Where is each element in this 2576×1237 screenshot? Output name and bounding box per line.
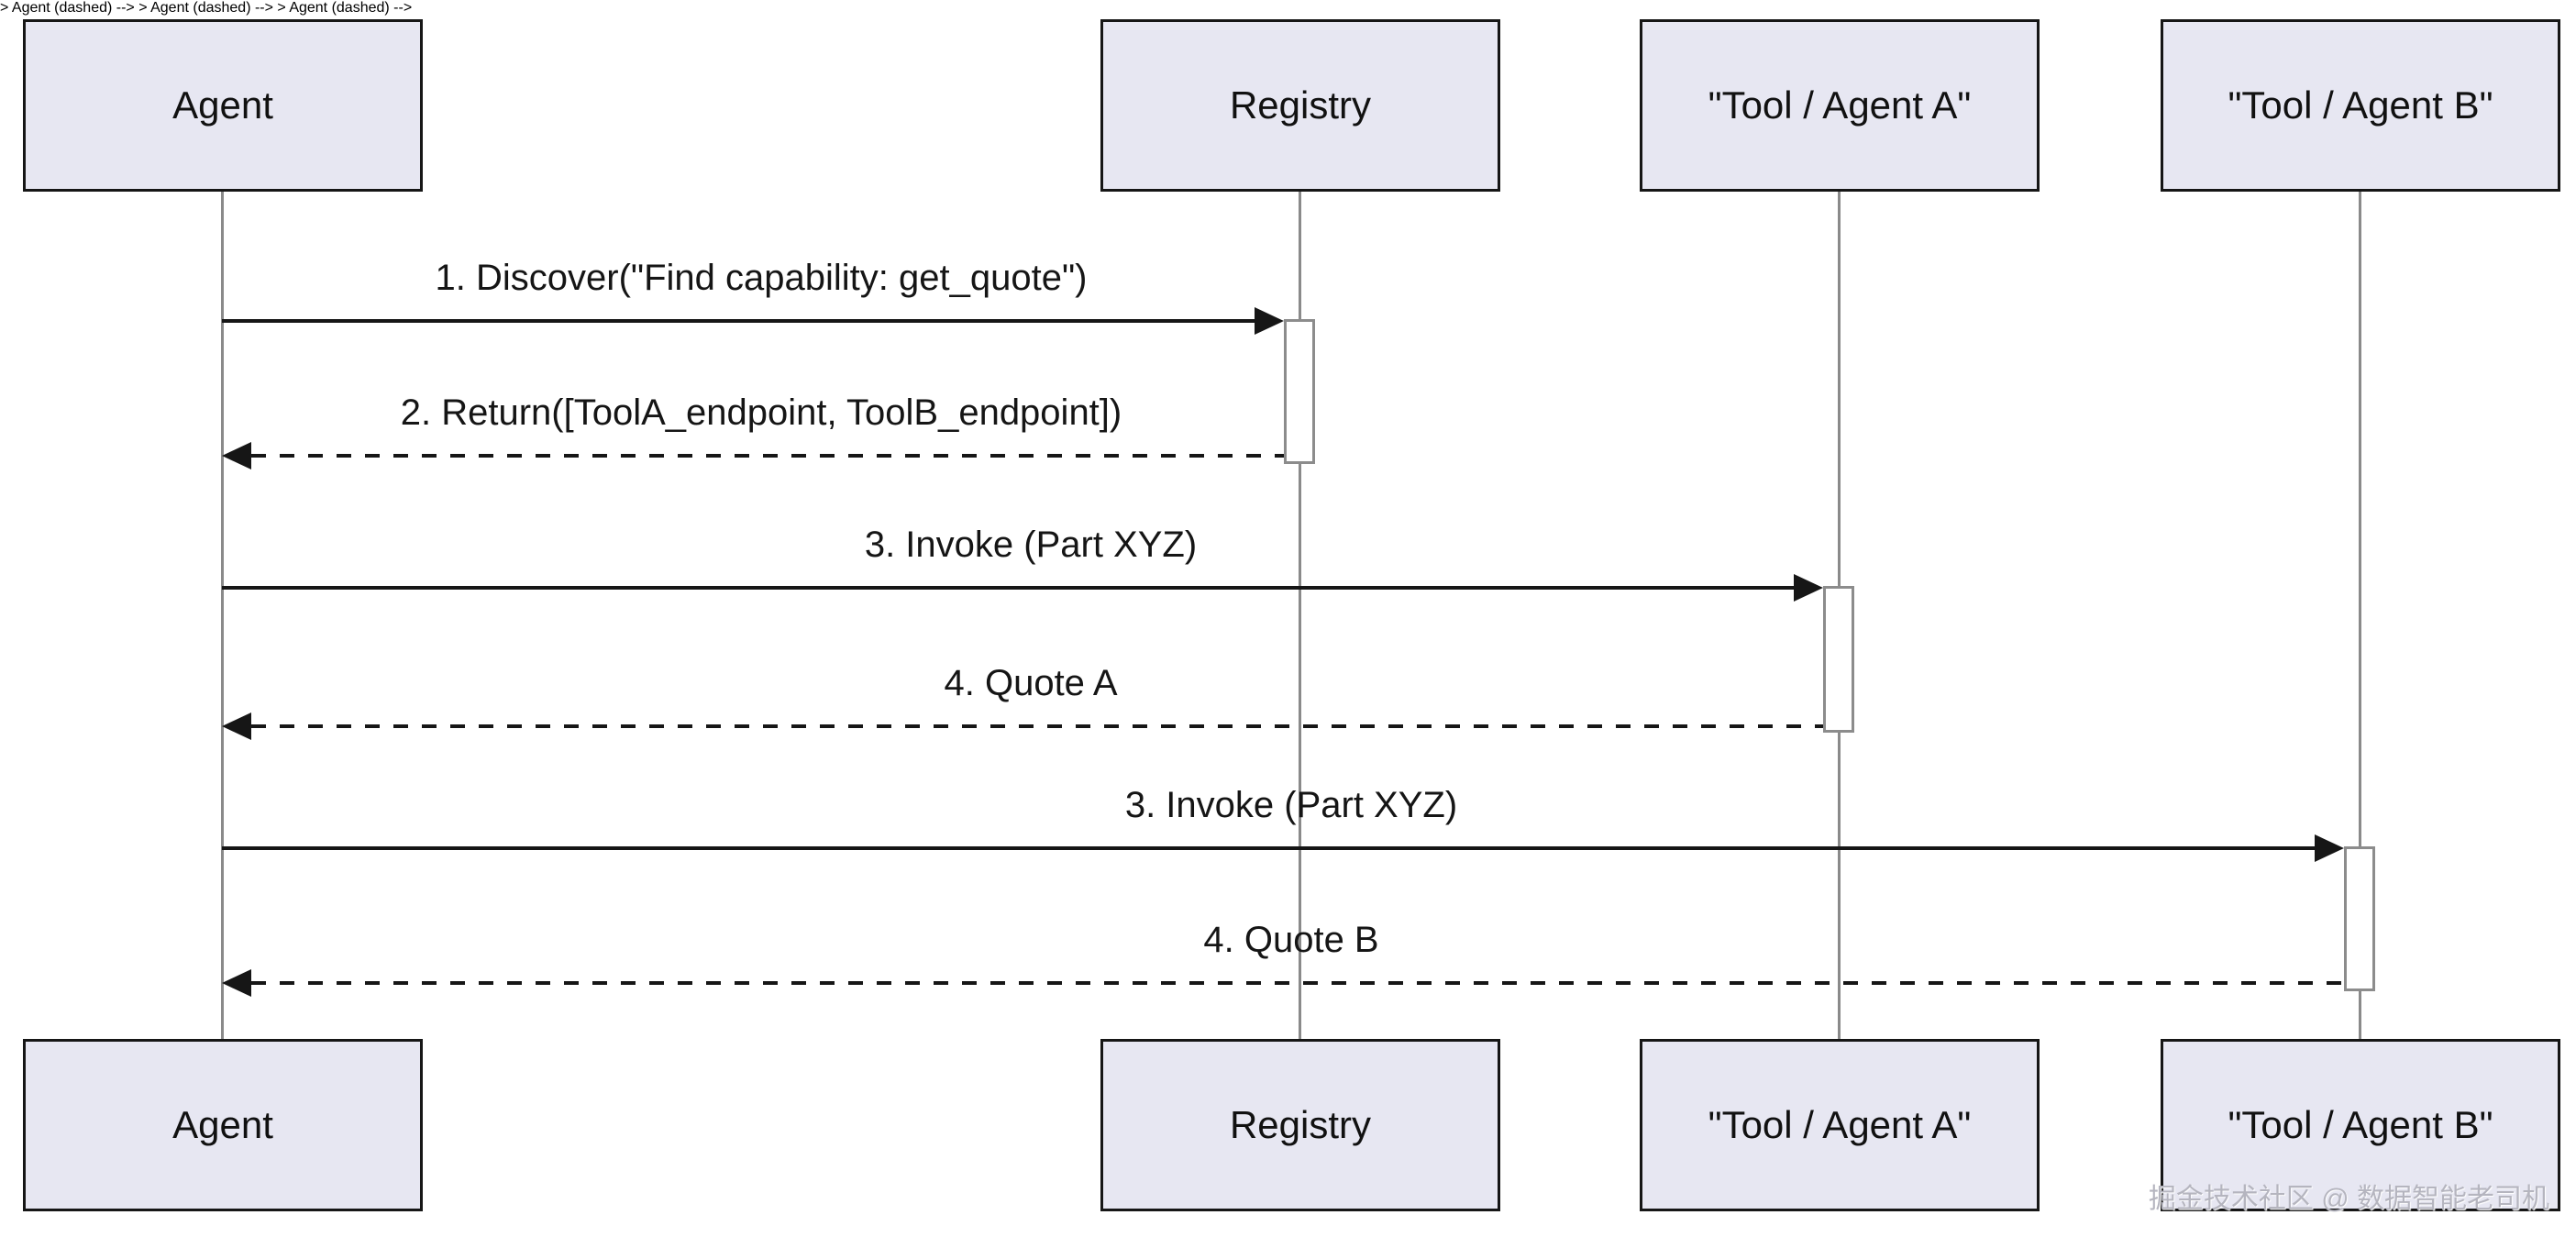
participant-label: "Tool / Agent B" (2228, 1103, 2493, 1146)
message-6-arrowhead-icon (222, 969, 251, 997)
activation-bar-registry (1284, 319, 1315, 464)
message-1-label: 1. Discover("Find capability: get_quote"… (435, 258, 1088, 298)
activation-bar-tool-a (1823, 586, 1854, 733)
lifeline-registry (1299, 192, 1301, 1041)
message-4-arrowhead-icon (222, 712, 251, 740)
message-5-arrowhead-icon (2315, 834, 2344, 862)
message-3-arrowhead-icon (1794, 574, 1823, 602)
participant-label: Registry (1229, 1103, 1372, 1146)
participant-label: "Tool / Agent A" (1708, 83, 1972, 127)
message-4-label: 4. Quote A (944, 663, 1118, 703)
watermark: 掘金技术社区 @ 数据智能老司机 (2148, 1184, 2549, 1214)
message-5-label: 3. Invoke (Part XYZ) (1124, 785, 1458, 825)
message-6-line (251, 981, 2344, 985)
message-3-label: 3. Invoke (Part XYZ) (864, 525, 1198, 565)
activation-bar-tool-b (2344, 846, 2375, 991)
message-6-label: 4. Quote B (1203, 920, 1379, 960)
participant-label: "Tool / Agent A" (1708, 1103, 1972, 1146)
participant-box-agent-top: Agent (23, 19, 423, 192)
participant-label: Agent (172, 1103, 273, 1146)
message-4-line (251, 724, 1823, 728)
message-2-line (251, 454, 1284, 458)
participant-box-tool-a-top: "Tool / Agent A" (1640, 19, 2040, 192)
lifeline-tool-b (2359, 192, 2361, 1041)
participant-label: "Tool / Agent B" (2228, 83, 2493, 127)
participant-box-agent-bottom: Agent (23, 1039, 423, 1211)
message-3-line (222, 586, 1794, 590)
message-1-line (222, 319, 1255, 323)
message-2-arrowhead-icon (222, 442, 251, 469)
message-5-line (222, 846, 2315, 850)
participant-box-registry-top: Registry (1100, 19, 1500, 192)
participant-label: Registry (1229, 83, 1372, 127)
message-2-label: 2. Return([ToolA_endpoint, ToolB_endpoin… (400, 392, 1122, 433)
participant-box-tool-b-top: "Tool / Agent B" (2161, 19, 2560, 192)
lifeline-agent (221, 192, 224, 1041)
participant-label: Agent (172, 83, 273, 127)
message-1-arrowhead-icon (1255, 307, 1284, 335)
participant-box-tool-a-bottom: "Tool / Agent A" (1640, 1039, 2040, 1211)
participant-box-tool-b-bottom: "Tool / Agent B" (2161, 1039, 2560, 1211)
participant-box-registry-bottom: Registry (1100, 1039, 1500, 1211)
